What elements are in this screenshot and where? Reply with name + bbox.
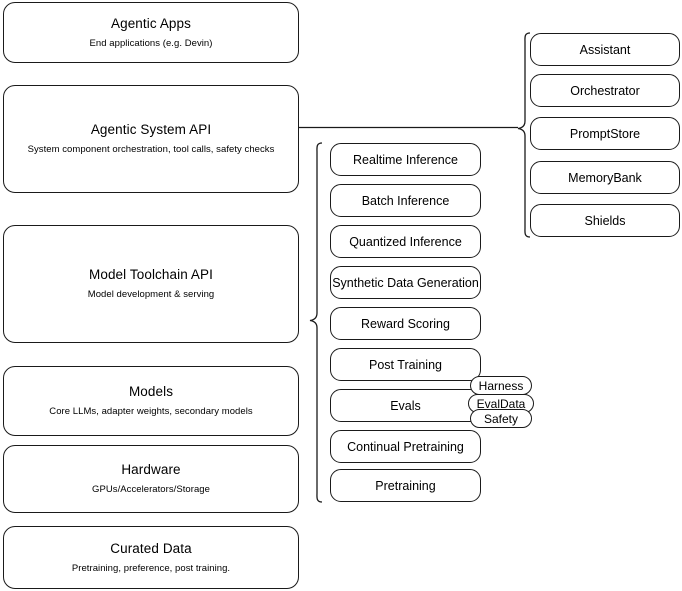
toolchain-item-pretraining[interactable]: Pretraining (330, 469, 481, 502)
toolchain-item-label: Evals (390, 398, 421, 413)
toolchain-item-batch-inference[interactable]: Batch Inference (330, 184, 481, 217)
evals-badge-label: EvalData (476, 396, 526, 411)
system-component-promptstore[interactable]: PromptStore (530, 117, 680, 150)
stack-layer-model-toolchain-api[interactable]: Model Toolchain API Model development & … (3, 225, 299, 343)
layer-subtitle: Core LLMs, adapter weights, secondary mo… (49, 406, 253, 417)
toolchain-item-label: Pretraining (375, 478, 436, 493)
brace-toolchain (309, 142, 323, 503)
toolchain-item-evals[interactable]: Evals (330, 389, 481, 422)
stack-layer-agentic-system-api[interactable]: Agentic System API System component orch… (3, 85, 299, 193)
layer-title: Model Toolchain API (89, 267, 213, 283)
system-component-label: MemoryBank (568, 170, 642, 185)
layer-title: Agentic Apps (110, 15, 191, 31)
layer-title: Hardware (121, 462, 181, 478)
toolchain-item-post-training[interactable]: Post Training (330, 348, 481, 381)
system-component-orchestrator[interactable]: Orchestrator (530, 74, 680, 107)
brace-system-components (517, 32, 531, 238)
toolchain-item-label: Post Training (369, 357, 442, 372)
layer-subtitle: End applications (e.g. Devin) (89, 37, 213, 49)
layer-title: Agentic System API (90, 122, 212, 138)
system-component-shields[interactable]: Shields (530, 204, 680, 237)
stack-layer-curated-data[interactable]: Curated Data Pretraining, preference, po… (3, 526, 299, 589)
stack-layer-hardware[interactable]: Hardware GPUs/Accelerators/Storage (3, 445, 299, 513)
stack-layer-agentic-apps[interactable]: Agentic Apps End applications (e.g. Devi… (3, 2, 299, 63)
toolchain-item-label: Batch Inference (361, 193, 450, 208)
evals-badge-label: Safety (483, 411, 519, 426)
layer-title: Models (128, 384, 174, 400)
toolchain-item-label: Realtime Inference (353, 152, 458, 167)
toolchain-item-label: Continual Pretraining (347, 439, 464, 454)
layer-subtitle: GPUs/Accelerators/Storage (92, 484, 210, 495)
system-component-memorybank[interactable]: MemoryBank (530, 161, 680, 194)
evals-badge-safety[interactable]: Safety (470, 409, 532, 428)
toolchain-item-continual-pretraining[interactable]: Continual Pretraining (330, 430, 481, 463)
evals-badge-label: Harness (478, 378, 524, 393)
system-component-label: Orchestrator (570, 83, 640, 98)
toolchain-item-realtime-inference[interactable]: Realtime Inference (330, 143, 481, 176)
system-component-assistant[interactable]: Assistant (530, 33, 680, 66)
toolchain-item-label: Quantized Inference (349, 234, 462, 249)
layer-subtitle: System component orchestration, tool cal… (27, 144, 275, 155)
stack-layer-models[interactable]: Models Core LLMs, adapter weights, secon… (3, 366, 299, 436)
layer-title: Curated Data (110, 540, 192, 556)
toolchain-item-label: Synthetic Data Generation (332, 275, 479, 290)
evals-badge-harness[interactable]: Harness (470, 376, 532, 395)
toolchain-item-quantized-inference[interactable]: Quantized Inference (330, 225, 481, 258)
system-component-label: Shields (584, 213, 626, 228)
toolchain-item-label: Reward Scoring (361, 316, 450, 331)
toolchain-item-reward-scoring[interactable]: Reward Scoring (330, 307, 481, 340)
system-component-label: PromptStore (569, 126, 641, 141)
toolchain-item-synthetic-data-generation[interactable]: Synthetic Data Generation (330, 266, 481, 299)
system-component-label: Assistant (579, 42, 631, 57)
layer-subtitle: Pretraining, preference, post training. (71, 562, 231, 574)
layer-subtitle: Model development & serving (87, 289, 215, 300)
